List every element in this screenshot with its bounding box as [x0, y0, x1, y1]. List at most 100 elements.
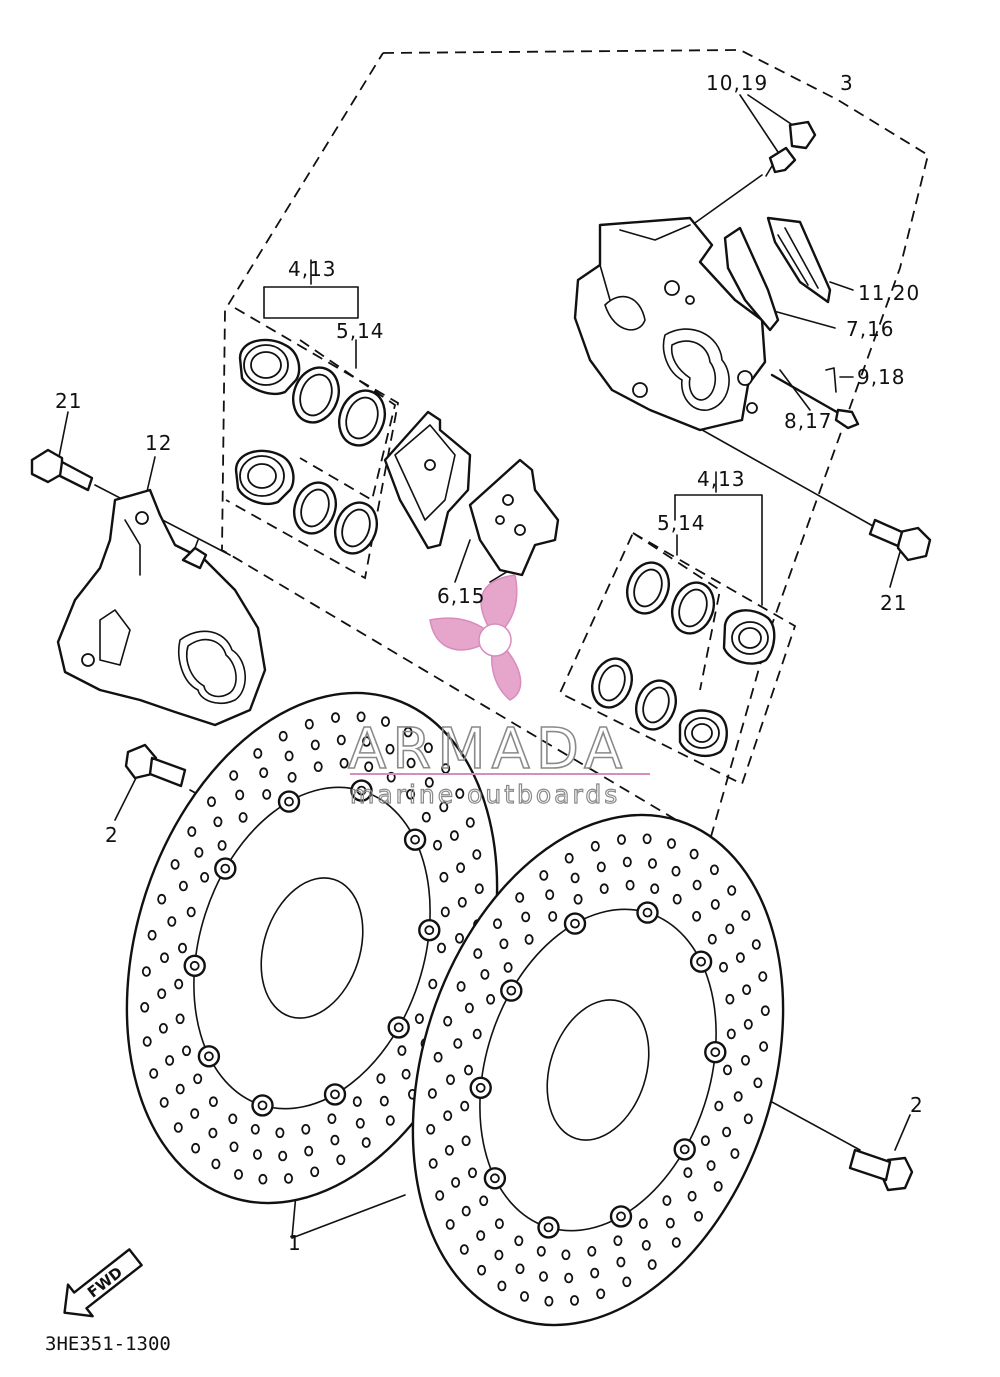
vent-hole [174, 978, 184, 990]
vent-hole [694, 1211, 704, 1222]
vent-hole [364, 761, 374, 772]
vent-hole [613, 1235, 623, 1246]
vent-hole [304, 718, 314, 730]
vent-hole [158, 1023, 168, 1034]
vent-hole [514, 1235, 524, 1247]
disc-bolt-center [284, 796, 294, 807]
vent-hole [456, 862, 466, 873]
vent-hole [722, 1126, 732, 1138]
vent-hole [451, 1177, 461, 1188]
vent-hole [194, 847, 204, 858]
vent-hole [439, 801, 449, 813]
vent-hole [548, 911, 558, 922]
vent-hole [539, 1271, 549, 1282]
vent-hole [742, 984, 752, 995]
vent-hole [238, 812, 248, 823]
disc-bolt-center [393, 1022, 404, 1033]
vent-hole [590, 1267, 600, 1279]
vent-hole [515, 1263, 525, 1275]
drawing-code: 3HE351-1300 [45, 1333, 171, 1355]
vent-hole [587, 1246, 597, 1257]
vent-hole [570, 1295, 580, 1306]
disc-bolt-center [642, 907, 653, 918]
vent-hole [165, 1055, 175, 1066]
vent-hole [233, 1169, 243, 1180]
vent-hole [454, 932, 464, 944]
disc-bolt-center [506, 985, 517, 996]
vent-hole [665, 1217, 675, 1229]
vent-hole [313, 761, 323, 772]
forward-direction-arrow: FWD [63, 1248, 143, 1318]
vent-hole [494, 1218, 504, 1229]
vent-hole [213, 816, 223, 828]
vent-hole [440, 906, 450, 918]
vent-hole [687, 1190, 697, 1202]
right-caliper-body [573, 216, 767, 432]
callout-2-left: 2 [105, 823, 119, 847]
vent-hole [641, 1240, 651, 1251]
vent-hole [741, 1055, 751, 1066]
vent-hole [428, 978, 438, 990]
callout-21-left: 21 [55, 389, 82, 413]
vent-hole [380, 716, 390, 727]
disc-bolt-center [257, 1100, 268, 1111]
vent-hole [464, 1002, 474, 1014]
vent-hole [443, 1015, 453, 1027]
vent-hole [301, 1124, 311, 1135]
vent-hole [706, 1160, 716, 1171]
vent-hole [228, 1113, 238, 1125]
vent-hole [287, 771, 297, 783]
disc-right-vent-holes [426, 833, 770, 1307]
vent-hole [330, 1134, 340, 1146]
vent-hole [191, 1142, 201, 1154]
vent-hole [423, 742, 433, 754]
vent-hole [479, 1195, 489, 1207]
vent-hole [284, 750, 294, 762]
vent-hole [472, 849, 482, 860]
vent-hole [561, 1249, 571, 1261]
bleed-screw [765, 120, 817, 177]
vent-hole [428, 1158, 438, 1169]
assembly-dashed-outline [221, 49, 930, 842]
vent-hole [494, 1249, 504, 1261]
disc-bolt-center [220, 863, 231, 874]
vent-hole [175, 1083, 185, 1095]
vent-hole [457, 896, 467, 908]
vent-hole [376, 1073, 386, 1084]
vent-hole [689, 848, 699, 860]
pad-pin [770, 367, 860, 430]
vent-hole [573, 893, 583, 905]
callout-8-17: 8,17 [784, 409, 833, 433]
watermark-propeller-logo [429, 574, 522, 701]
vent-hole [401, 1068, 411, 1080]
vent-hole [730, 1148, 740, 1159]
vent-hole [467, 1167, 477, 1179]
pistons-seals-left [234, 338, 386, 555]
vent-hole [461, 1135, 471, 1147]
vent-hole [476, 1230, 486, 1241]
vent-hole [486, 993, 496, 1005]
vent-hole [336, 1154, 346, 1166]
vent-hole [140, 1001, 150, 1013]
brake-disc-right [411, 813, 785, 1327]
vent-hole [262, 789, 272, 800]
vent-hole [159, 1097, 169, 1108]
vent-hole [361, 736, 371, 747]
vent-hole [521, 911, 531, 923]
callout-labels: 10,19 3 4,13 5,14 11,20 7,16 9,18 8,17 2… [55, 71, 923, 1255]
disc-bolt-center [696, 956, 706, 967]
vent-hole [250, 1124, 260, 1135]
vent-hole [327, 1113, 337, 1124]
disc-bolt-center [710, 1047, 721, 1058]
disc-right-mounting-bolts [469, 901, 727, 1239]
vent-hole [352, 1096, 362, 1107]
disc-bolt-center [330, 1089, 340, 1100]
vent-hole [617, 834, 627, 845]
pad-clip [723, 226, 780, 332]
vent-hole [361, 1137, 371, 1148]
vent-hole [709, 864, 719, 876]
vent-hole [175, 1013, 185, 1025]
disc-bolt-center [616, 1211, 626, 1222]
watermark-brand: ARMADA [348, 717, 628, 782]
